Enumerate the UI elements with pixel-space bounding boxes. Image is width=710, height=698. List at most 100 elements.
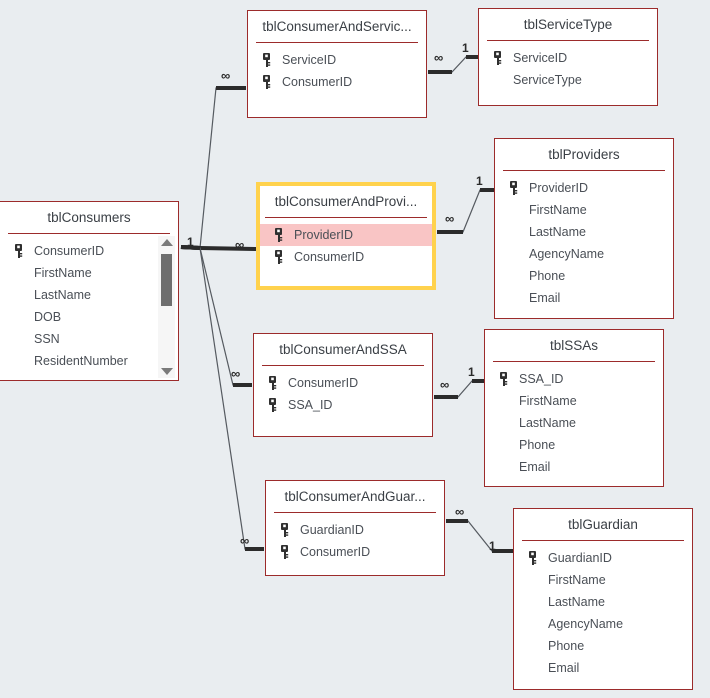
- table-title-tblConsumers[interactable]: tblConsumers: [47, 210, 131, 225]
- field-name: ServiceType: [513, 72, 582, 87]
- table-field-row[interactable]: ConsumerID: [266, 541, 444, 563]
- table-title-tblConsumerAndProvider[interactable]: tblConsumerAndProvi...: [274, 194, 418, 209]
- table-field-row[interactable]: DOB: [0, 306, 178, 328]
- cardinality-label-card-guardian-right-many: ∞: [455, 504, 464, 519]
- field-name: LastName: [34, 287, 91, 302]
- cardinality-label-card-ssa-many: ∞: [231, 366, 240, 381]
- table-title-tblSSAs[interactable]: tblSSAs: [549, 338, 599, 353]
- primary-key-icon-slot: [268, 375, 288, 390]
- vertical-scrollbar[interactable]: [158, 235, 175, 378]
- primary-key-icon: [529, 550, 537, 565]
- table-field-row[interactable]: FirstName: [0, 262, 178, 284]
- scrollbar-thumb[interactable]: [161, 253, 172, 306]
- table-title-tblProviders[interactable]: tblProviders: [548, 147, 620, 162]
- table-field-row[interactable]: SSA_ID: [254, 394, 432, 416]
- table-field-row[interactable]: ConsumerID: [248, 71, 426, 93]
- field-name: ConsumerID: [34, 243, 105, 258]
- table-title-tblGuardian[interactable]: tblGuardian: [568, 517, 638, 532]
- table-field-row[interactable]: AgencyName: [514, 613, 692, 635]
- primary-key-icon: [269, 375, 277, 390]
- table-field-row[interactable]: Email: [514, 657, 692, 679]
- cardinality-label-card-ssa-right-many: ∞: [440, 377, 449, 392]
- field-name: LastName: [519, 415, 576, 430]
- field-name: LastName: [548, 594, 605, 609]
- table-field-row[interactable]: ServiceType: [479, 69, 657, 91]
- table-field-row[interactable]: ConsumerID: [0, 240, 178, 262]
- table-field-list: ServiceID ServiceType: [479, 41, 657, 105]
- table-field-row[interactable]: ServiceID: [479, 47, 657, 69]
- table-field-row[interactable]: FirstName: [495, 199, 673, 221]
- cardinality-label-card-providers-one: 1: [476, 174, 483, 188]
- table-field-row[interactable]: SSN: [0, 328, 178, 350]
- scroll-up-arrow-icon[interactable]: [160, 238, 173, 246]
- table-field-row[interactable]: Phone: [495, 265, 673, 287]
- table-field-row[interactable]: LastName: [495, 221, 673, 243]
- relationship-line-rel-consumers-guardian[interactable]: [180, 246, 264, 550]
- table-field-row[interactable]: AgencyName: [495, 243, 673, 265]
- relationship-line-rel-guardian-guardians[interactable]: [446, 520, 513, 552]
- field-name: ProviderID: [529, 180, 589, 195]
- table-field-row[interactable]: ConsumerID: [254, 372, 432, 394]
- table-field-row[interactable]: ResidentNumber: [0, 350, 178, 372]
- relationship-line-rel-consumers-service[interactable]: [180, 87, 246, 249]
- table-title-divider: [493, 360, 655, 362]
- primary-key-icon-slot: [274, 249, 294, 264]
- primary-key-icon-slot: [14, 243, 34, 258]
- field-name: SSN: [34, 331, 60, 346]
- table-field-row[interactable]: LastName: [0, 284, 178, 306]
- table-field-row[interactable]: Phone: [485, 434, 663, 456]
- table-field-row[interactable]: ProviderID: [495, 177, 673, 199]
- table-title-tblConsumerAndSSA[interactable]: tblConsumerAndSSA: [279, 342, 407, 357]
- primary-key-icon: [263, 74, 271, 89]
- primary-key-icon-slot: [280, 522, 300, 537]
- field-name: DOB: [34, 309, 62, 324]
- primary-key-icon-slot: [262, 52, 282, 67]
- primary-key-icon: [263, 52, 271, 67]
- table-title-divider: [487, 39, 649, 41]
- table-title-tblServiceType[interactable]: tblServiceType: [523, 17, 613, 32]
- table-field-row[interactable]: GuardianID: [514, 547, 692, 569]
- table-field-row[interactable]: GuardianID: [266, 519, 444, 541]
- field-name: Email: [548, 660, 580, 675]
- cardinality-label-card-provider-right-many: ∞: [445, 211, 454, 226]
- table-field-row[interactable]: LastName: [485, 412, 663, 434]
- table-field-row[interactable]: FirstName: [485, 390, 663, 412]
- table-field-row[interactable]: ProviderID: [260, 223, 432, 246]
- table-title-tblConsumerAndGuardian[interactable]: tblConsumerAndGuar...: [284, 489, 426, 504]
- relationship-line-rel-consumers-ssa[interactable]: [180, 246, 252, 386]
- primary-key-icon: [500, 371, 508, 386]
- field-name: Phone: [529, 268, 566, 283]
- table-field-row[interactable]: Email: [495, 287, 673, 309]
- table-field-row[interactable]: LastName: [514, 591, 692, 613]
- primary-key-icon-slot: [262, 74, 282, 89]
- table-field-row[interactable]: Phone: [514, 635, 692, 657]
- table-title-divider: [503, 169, 665, 171]
- table-title-tblConsumerAndService[interactable]: tblConsumerAndServic...: [262, 19, 412, 34]
- table-field-row[interactable]: ServiceID: [248, 49, 426, 71]
- table-title-divider: [274, 511, 436, 513]
- scroll-down-arrow-icon[interactable]: [160, 368, 173, 375]
- field-name: Phone: [548, 638, 585, 653]
- primary-key-icon: [275, 227, 283, 242]
- field-name: LastName: [529, 224, 586, 239]
- table-field-row[interactable]: SSA_ID: [485, 368, 663, 390]
- table-field-row[interactable]: Email: [485, 456, 663, 478]
- table-field-row[interactable]: ConsumerID: [260, 246, 432, 268]
- primary-key-icon: [15, 243, 23, 258]
- table-field-row[interactable]: FirstName: [514, 569, 692, 591]
